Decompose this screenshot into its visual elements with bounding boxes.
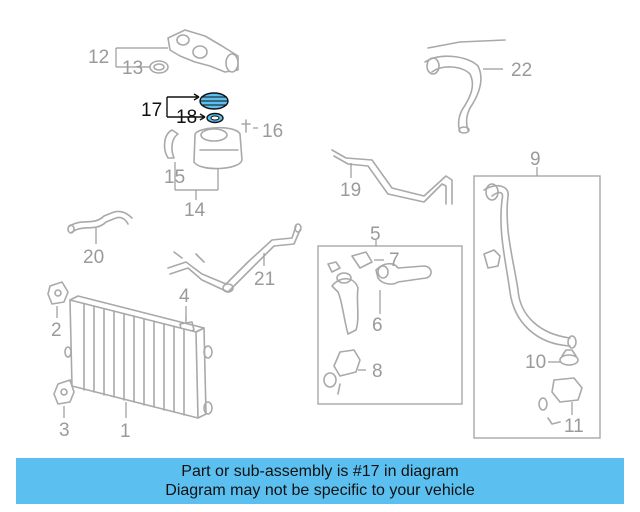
label-6: 6 (372, 315, 383, 336)
label-14: 14 (184, 200, 206, 221)
part-18-seal-ring[interactable] (206, 112, 224, 124)
label-9: 9 (530, 149, 541, 170)
part-6-hoses (331, 262, 432, 335)
part-1-radiator (64, 295, 213, 419)
label-12: 12 (88, 47, 109, 68)
part-12-thermostat-housing (167, 29, 239, 73)
part-15-hose (163, 129, 179, 159)
part-17-expansion-tank-cap[interactable] (199, 92, 229, 110)
label-16: 16 (262, 121, 283, 142)
part-11-flange (538, 377, 583, 425)
banner-line-2: Diagram may not be specific to your vehi… (165, 482, 475, 499)
part-8-flange (323, 349, 361, 395)
label-10: 10 (525, 352, 546, 373)
label-13: 13 (122, 58, 143, 79)
part-22-upper-hose (424, 39, 506, 134)
label-4: 4 (179, 286, 190, 307)
part-3-mount (53, 379, 75, 405)
label-22: 22 (511, 60, 532, 81)
label-2: 2 (51, 320, 62, 341)
part-13-gasket (149, 60, 169, 74)
part-2-mount (47, 281, 69, 305)
label-1: 1 (120, 421, 131, 442)
label-7: 7 (389, 250, 400, 271)
part-9-assembly-box (473, 175, 601, 439)
label-20: 20 (83, 247, 104, 268)
label-21: 21 (254, 269, 275, 290)
label-19: 19 (340, 180, 361, 201)
parts-diagram: 12 13 17 18 16 15 14 22 (47, 29, 601, 442)
part-10-clamp (559, 349, 579, 366)
label-3: 3 (59, 420, 70, 441)
part-5-assembly-box (317, 245, 463, 405)
info-banner: Part or sub-assembly is #17 in diagram D… (16, 458, 624, 504)
part-21-coolant-pipe (167, 223, 302, 293)
part-9-lower-hose (483, 183, 577, 349)
label-5: 5 (370, 224, 381, 245)
part-20-small-hose (67, 210, 133, 234)
label-8: 8 (372, 361, 383, 382)
label-11: 11 (564, 416, 584, 437)
label-17: 17 (141, 100, 162, 121)
part-14-expansion-tank (193, 126, 243, 170)
part-16-bolt: 16 (241, 119, 283, 142)
part-7-connector (327, 251, 373, 273)
label-15: 15 (164, 167, 185, 188)
banner-line-1: Part or sub-assembly is #17 in diagram (181, 463, 459, 480)
label-18: 18 (176, 107, 197, 128)
